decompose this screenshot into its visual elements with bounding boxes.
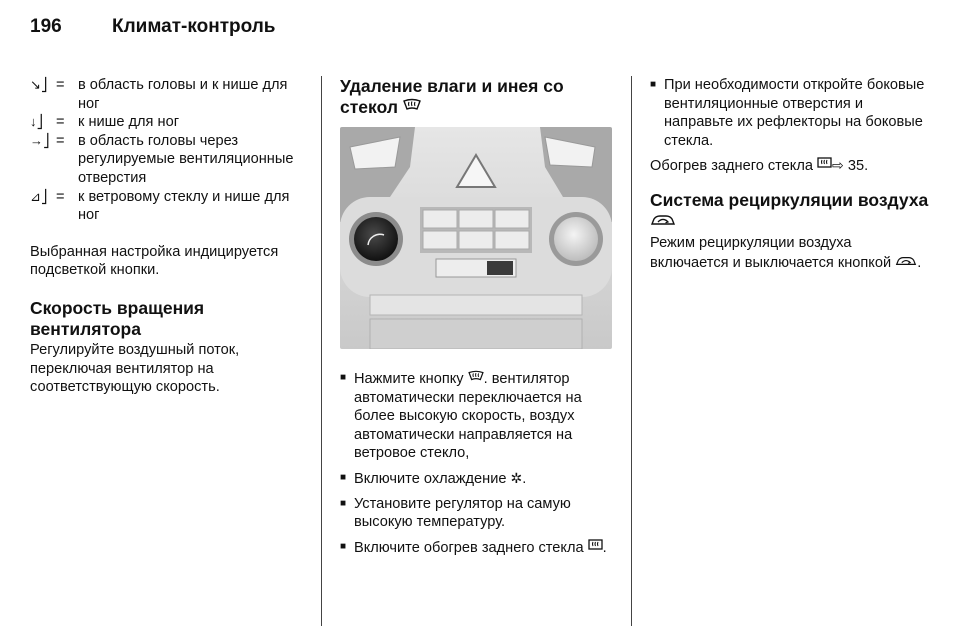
column-divider — [321, 76, 322, 626]
paragraph: Обогрев заднего стекла ⇨ 35. — [650, 156, 869, 175]
section-heading: Скорость вращения вентилятора — [30, 297, 205, 339]
legend-item: →⎦ = в область головы через регулируемые… — [30, 132, 294, 186]
air-recirculation-icon — [650, 212, 676, 233]
section-heading: Удаление влаги и инея со стекол — [340, 76, 564, 119]
paragraph: Выбранная настройка индицируется подсвет… — [30, 243, 279, 279]
column-divider — [631, 76, 632, 626]
paragraph: Регулируйте воздушный поток, переключая … — [30, 341, 240, 396]
air-recirculation-icon — [895, 253, 917, 272]
legend-item: ↓⎦ = к нише для ног — [30, 114, 180, 131]
head-airflow-icon: →⎦ — [30, 132, 50, 148]
bullet-square-icon: ■ — [340, 372, 347, 383]
list-item: ■ Установите регулятор на самую высокую … — [340, 495, 571, 531]
feet-airflow-icon: ↓⎦ — [30, 114, 43, 130]
page-reference-arrow-icon: ⇨ — [832, 157, 844, 174]
section-heading: Система рециркуляции воздуха — [650, 190, 934, 233]
list-item: ■ Включите охлаждение ✲. — [340, 469, 527, 487]
bullet-square-icon: ■ — [340, 497, 347, 509]
windshield-and-feet-airflow-icon: ⊿⎦ — [30, 188, 48, 204]
chapter-title: Климат-контроль — [112, 16, 276, 37]
column-2: Удаление влаги и инея со стекол — [340, 76, 615, 563]
legend-item: ↘⎦ = в область головы и к нише для ног — [30, 77, 288, 112]
snowflake-cooling-icon: ✲ — [510, 469, 523, 486]
paragraph: Режим рециркуляции воздуха включается и … — [650, 234, 922, 272]
page-reference[interactable]: 35. — [847, 158, 869, 175]
page-header: 196 Климат-контроль — [30, 16, 276, 46]
bullet-square-icon: ■ — [650, 79, 657, 90]
list-item: ■ Нажмите кнопку . вентилятор автоматиче… — [340, 369, 582, 462]
column-3: ■ При необходимости откройте боковые вен… — [650, 76, 934, 272]
head-and-feet-airflow-icon: ↘⎦ — [30, 77, 48, 92]
rear-window-heating-icon — [817, 156, 832, 175]
windshield-defrost-icon — [402, 98, 421, 119]
windshield-defrost-icon — [467, 369, 484, 388]
list-item: ■ Включите обогрев заднего стекла . — [340, 538, 607, 557]
bullet-square-icon: ■ — [340, 471, 347, 483]
list-item: ■ При необходимости откройте боковые вен… — [650, 77, 925, 149]
column-1: ↘⎦ = в область головы и к нише для ног ↓… — [30, 76, 304, 397]
legend-item: ⊿⎦ = к ветровому стеклу и нише для ног — [30, 188, 290, 224]
page-number: 196 — [30, 16, 62, 37]
climate-control-panel-photo — [340, 127, 612, 349]
bullet-square-icon: ■ — [340, 540, 347, 552]
rear-window-heating-icon — [588, 538, 603, 557]
